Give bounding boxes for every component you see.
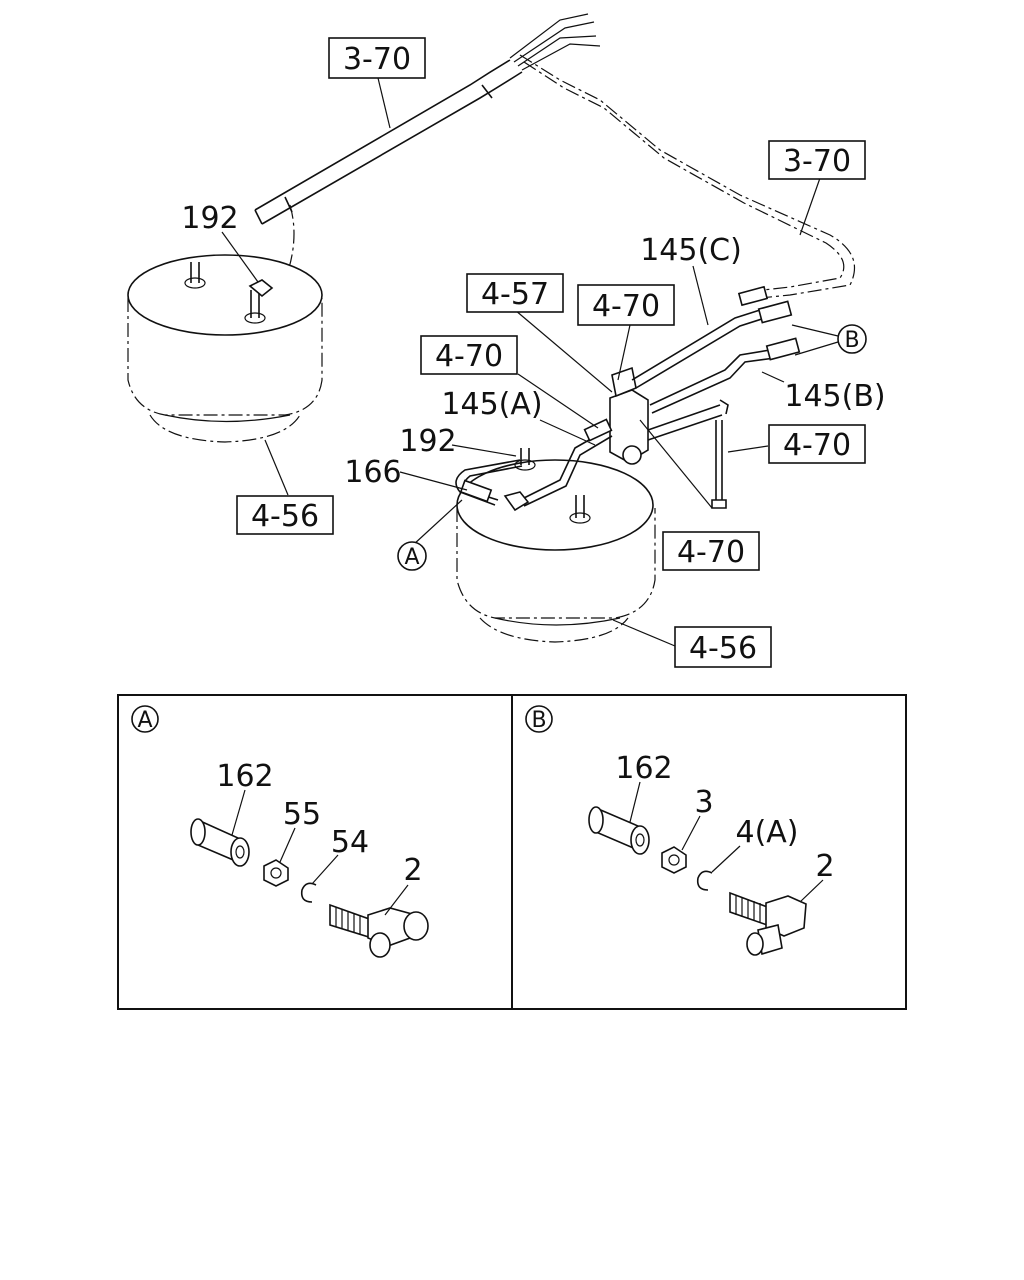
leader-lines: [221, 77, 839, 647]
detail-a-part-2: 2: [403, 853, 422, 888]
air-spring-right: [456, 448, 656, 643]
svg-text:4-70: 4-70: [592, 289, 660, 324]
detail-b-part-4a: 4(A): [735, 815, 798, 850]
detail-b-part-2: 2: [815, 849, 834, 884]
svg-text:B: B: [844, 328, 859, 353]
ref-4-70-b: 4-70: [420, 335, 518, 375]
callout-b: B: [837, 324, 867, 354]
detail-a: A 162 55 54 2: [131, 705, 429, 958]
detail-a-part-162: 162: [216, 759, 273, 794]
ref-4-70-d: 4-70: [662, 531, 760, 571]
ref-4-56-right: 4-56: [674, 626, 772, 668]
svg-text:B: B: [531, 708, 546, 733]
svg-text:A: A: [404, 545, 419, 570]
ref-4-70-c: 4-70: [768, 424, 866, 464]
part-192-left: 192: [181, 201, 238, 236]
ref-3-70-top: 3-70: [328, 37, 426, 79]
svg-text:A: A: [137, 708, 152, 733]
svg-text:4-70: 4-70: [677, 535, 745, 570]
ref-4-70-a: 4-70: [577, 284, 675, 326]
part-166: 166: [344, 455, 401, 490]
part-145-a: 145(A): [441, 387, 542, 422]
svg-text:4-70: 4-70: [783, 428, 851, 463]
svg-text:4-56: 4-56: [251, 499, 319, 534]
svg-text:4-70: 4-70: [435, 339, 503, 374]
part-145-b: 145(B): [784, 379, 885, 414]
detail-a-part-55: 55: [283, 797, 321, 832]
svg-text:4-57: 4-57: [481, 277, 549, 312]
valve-and-pipes: [455, 285, 801, 512]
detail-b: B 162 3 4(A) 2: [525, 705, 835, 956]
part-145-c: 145(C): [640, 233, 742, 268]
air-spring-left: [127, 254, 323, 443]
part-192-right: 192: [399, 424, 456, 459]
ref-3-70-right: 3-70: [768, 140, 866, 180]
detail-b-part-3: 3: [694, 785, 713, 820]
svg-text:3-70: 3-70: [783, 144, 851, 179]
callout-a: A: [397, 541, 427, 571]
ref-4-57: 4-57: [466, 273, 564, 313]
svg-text:4-56: 4-56: [689, 631, 757, 666]
detail-b-part-162: 162: [615, 751, 672, 786]
detail-a-part-54: 54: [331, 825, 369, 860]
ref-4-56-left: 4-56: [236, 495, 334, 535]
svg-text:3-70: 3-70: [343, 42, 411, 77]
